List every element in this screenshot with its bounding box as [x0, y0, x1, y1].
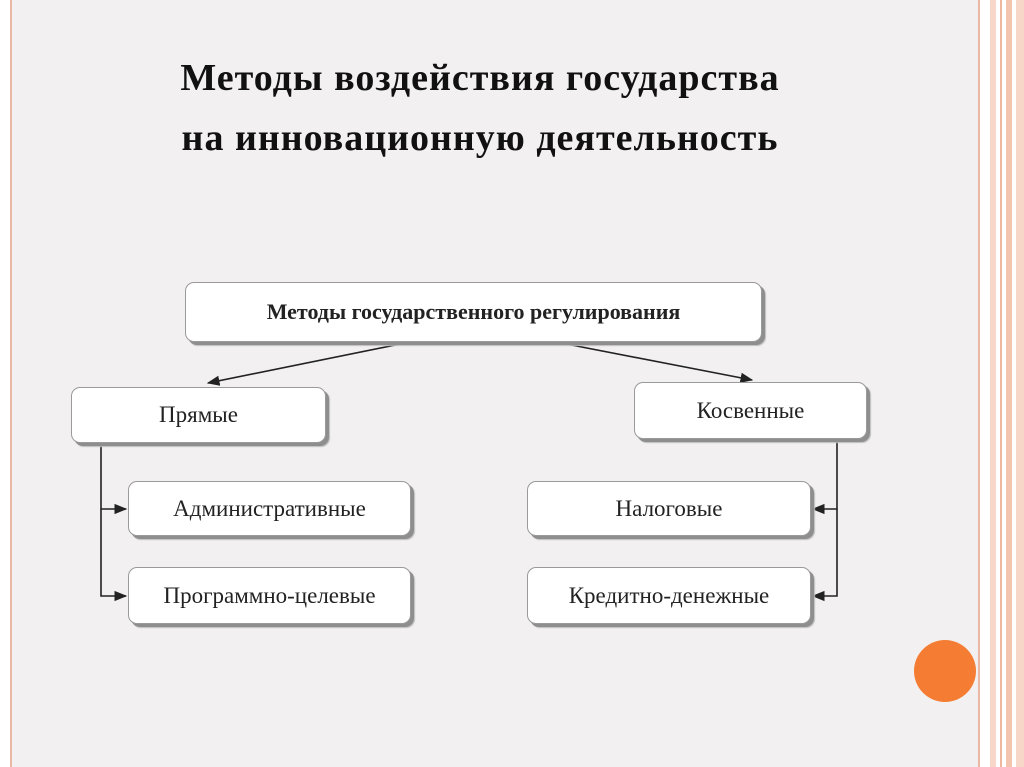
accent-circle	[914, 640, 976, 702]
credit-monetary-node: Кредитно-денежные	[527, 567, 811, 624]
title-line-1: Методы воздействия государства	[180, 57, 780, 99]
indirect-methods-node: Косвенные	[634, 382, 867, 439]
slide-title: Методы воздействия государства на иннова…	[10, 48, 950, 168]
root-node: Методы государственного регулирования	[185, 282, 762, 342]
title-line-2: на инновационную деятельность	[181, 117, 779, 159]
right-decor-stripe	[990, 0, 1024, 767]
tax-node: Налоговые	[527, 481, 811, 536]
administrative-node: Административные	[128, 481, 411, 536]
program-target-node: Программно-целевые	[128, 567, 411, 624]
direct-methods-node: Прямые	[71, 387, 326, 443]
